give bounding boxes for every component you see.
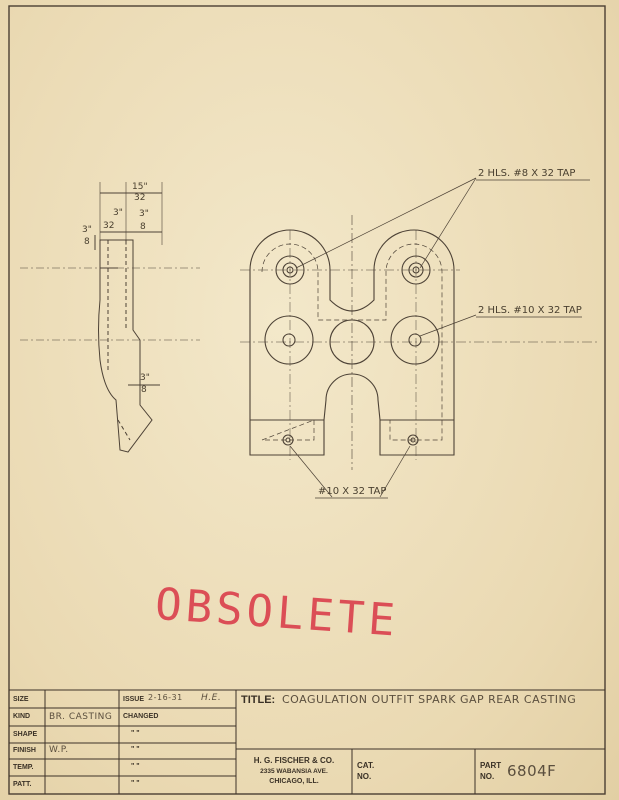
note-8x32-taps: 2 HLS. #8 X 32 TAP (478, 168, 575, 179)
title-block-grid (9, 689, 605, 794)
dim-3-8a-num: 3" (139, 209, 149, 219)
note-10x32-holes: 2 HLS. #10 X 32 TAP (478, 305, 582, 316)
title-value: COAGULATION OUTFIT SPARK GAP REAR CASTIN… (282, 693, 577, 706)
part-number: 6804F (507, 762, 557, 780)
plan-view (240, 177, 600, 499)
ditto-3: " " (131, 763, 140, 770)
ditto-1: " " (131, 730, 140, 737)
note-10x32-taps: #10 X 32 TAP (318, 486, 386, 497)
cat-label: CAT. (357, 761, 375, 770)
part-no-label: NO. (480, 772, 495, 781)
dim-3-8-num: 3" (82, 225, 92, 235)
kind-label: KIND (13, 713, 31, 720)
issue-date: 2-16-31 (148, 693, 183, 702)
dim-15-32-den: 32 (134, 193, 145, 203)
patt-label: PATT. (13, 781, 32, 788)
dim-3-8b-den: 8 (141, 385, 147, 395)
temp-label: TEMP. (13, 764, 34, 771)
company-city: CHICAGO, ILL. (269, 778, 319, 785)
finish-label: FINISH (13, 747, 36, 754)
finish-value: W.P. (49, 745, 69, 755)
dim-3-8-den: 8 (84, 237, 90, 247)
dim-3-32-den: 32 (103, 221, 114, 231)
ditto-2: " " (131, 746, 140, 753)
dim-3-32-num: 3" (113, 208, 123, 218)
company-address: 2335 WABANSIA AVE. (260, 768, 328, 775)
changed-label: CHANGED (123, 713, 159, 720)
part-label: PART (480, 761, 502, 770)
dim-3-8b-num: 3" (140, 373, 150, 383)
cat-no-label: NO. (357, 772, 372, 781)
issue-initials: H.E. (201, 693, 222, 703)
issue-label: ISSUE (123, 696, 145, 703)
dim-15-32-num: 15" (132, 182, 148, 192)
title-label: TITLE: (241, 694, 276, 706)
kind-value: BR. CASTING (49, 712, 113, 722)
size-label: SIZE (13, 696, 29, 703)
ditto-4: " " (131, 780, 140, 787)
company-name: H. G. FISCHER & CO. (253, 756, 335, 765)
dim-3-8a-den: 8 (140, 222, 146, 232)
side-view (20, 182, 200, 453)
shape-label: SHAPE (13, 731, 38, 738)
